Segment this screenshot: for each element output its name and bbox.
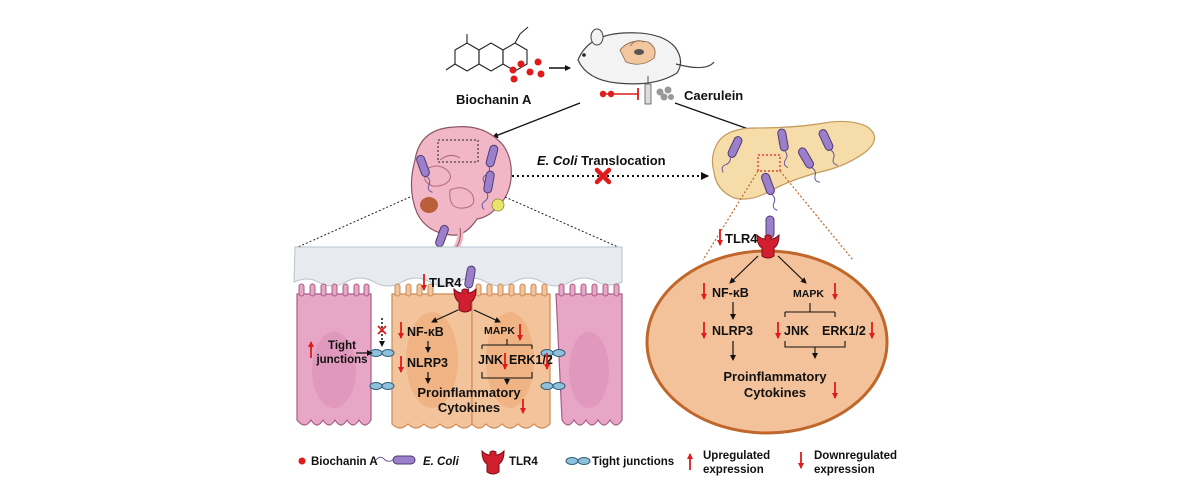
caerulein-label: Caerulein: [684, 88, 743, 103]
legend-tlr4-icon: [481, 450, 505, 475]
pancreas-jnk-label: JNK: [784, 324, 809, 338]
gut-cytokines-label-2: Cytokines: [438, 400, 500, 415]
zoom-line-left: [702, 170, 759, 261]
biochanin-structure-icon: [445, 26, 529, 72]
gut-tlr4-label: TLR4: [429, 275, 462, 290]
pancreas-organ: [711, 120, 876, 200]
intestine-icon: [410, 126, 512, 265]
pancreas-tlr4-to-nfkb: [729, 255, 759, 284]
legend-tight-junction-icon: [565, 457, 591, 465]
legend-up-label-2: expression: [703, 464, 764, 476]
legend-biochanin-label: Biochanin A: [311, 456, 378, 468]
gut-nfkb-label: NF-κB: [407, 325, 444, 339]
gut-zoom-line-left: [297, 196, 411, 248]
pancreas-nlrp3-label: NLRP3: [712, 324, 753, 338]
tight-junction-icon: [540, 382, 566, 390]
gut-erk-label: ERK1/2: [509, 353, 553, 367]
paracellular-cross-icon: [377, 325, 387, 335]
pancreas-zoom-oval: [645, 249, 889, 435]
blocked-cross-icon: [594, 167, 612, 185]
pancreas-erk-label: ERK1/2: [822, 324, 866, 338]
gut-jnk-label: JNK: [478, 353, 503, 367]
gut-tlr4-to-nfkb: [431, 309, 459, 323]
pancreas-mapk-bracket: [784, 303, 836, 317]
legend-down-label: Downregulated: [814, 450, 897, 462]
legend-down-label-2: expression: [814, 464, 875, 476]
pancreas-mapk-to-cytokines: [784, 341, 846, 358]
gut-nlrp3-label: NLRP3: [407, 356, 448, 370]
gut-mapk-to-cytokines: [481, 372, 533, 384]
epithelial-cells: [296, 293, 623, 429]
mucus-layer: [293, 246, 623, 287]
caerulein-syringe-icon: [599, 76, 674, 105]
gut-zoom-line-right: [504, 196, 619, 248]
biochanin-label: Biochanin A: [456, 92, 532, 107]
gut-mapk-label: MAPK: [484, 325, 515, 337]
legend: Biochanin A E. Coli TLR4 Tight junctions…: [298, 450, 897, 476]
pancreas-tlr4-to-mapk: [777, 255, 807, 284]
legend-tight-label: Tight junctions: [592, 456, 674, 468]
pancreas-zoom-box: [757, 154, 781, 172]
tight-junction-icon: [369, 349, 395, 357]
pancreas-cytokines-label-2: Cytokines: [744, 385, 806, 400]
gut-tlr4-to-mapk: [473, 309, 501, 323]
legend-biochanin-dot: [298, 457, 306, 465]
mouse-icon: [577, 28, 715, 85]
legend-tlr4-label: TLR4: [509, 456, 538, 468]
gut-mapk-bracket: [481, 339, 533, 349]
tight-junctions-label-2: junctions: [315, 354, 367, 366]
pancreas-mapk-label: MAPK: [793, 288, 824, 300]
pancreas-tlr4-label: TLR4: [725, 231, 758, 246]
tight-junction-icon: [369, 382, 395, 390]
translocation-label: E. Coli Translocation: [537, 153, 666, 168]
zoom-line-right: [779, 170, 854, 261]
pancreas-cytokines-label: Proinflammatory: [723, 369, 827, 384]
tight-junctions-label: Tight: [328, 340, 356, 352]
gut-cytokines-label: Proinflammatory: [417, 385, 521, 400]
mouse-to-gut-arrow: [492, 102, 581, 138]
biochanin-dots: [509, 58, 545, 83]
legend-ecoli-label: E. Coli: [423, 456, 460, 468]
pancreas-nfkb-label: NF-κB: [712, 286, 749, 300]
legend-ecoli-icon: [375, 455, 416, 465]
microvilli: [298, 283, 620, 297]
legend-up-label: Upregulated: [703, 450, 770, 462]
